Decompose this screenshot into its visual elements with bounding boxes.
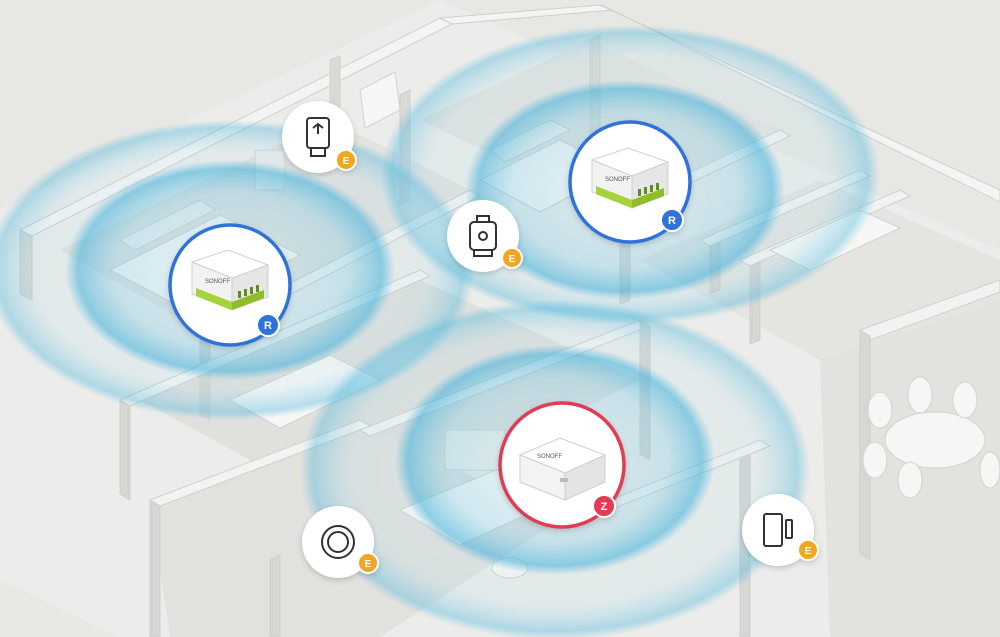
enddevice-badge-2 bbox=[501, 247, 523, 269]
mini-relay-icon bbox=[190, 249, 270, 311]
zigbee-badge bbox=[592, 494, 616, 518]
end-device-radiator-valve: E bbox=[282, 101, 357, 173]
gateway-brand: SONOFF bbox=[537, 454, 562, 460]
relay-left-device: SONOFF R bbox=[168, 223, 292, 347]
wireless-button-icon bbox=[321, 525, 355, 559]
zigbee-badge-letter: Z bbox=[601, 501, 608, 513]
zigbee-bridge-icon bbox=[518, 437, 607, 501]
relay-right-brand: SONOFF bbox=[605, 177, 630, 183]
enddevice-badge-4-letter: E bbox=[805, 546, 812, 557]
router-badge-right bbox=[660, 208, 684, 232]
radiator-valve-icon bbox=[306, 117, 330, 157]
enddevice-badge-2-letter: E bbox=[509, 254, 516, 265]
dining-table bbox=[884, 411, 986, 469]
enddevice-badge-1 bbox=[335, 149, 357, 171]
enddevice-badge-3 bbox=[357, 552, 379, 574]
end-device-smart-plug: E bbox=[447, 200, 523, 272]
enddevice-badge-4 bbox=[797, 539, 819, 561]
bathroom-cabinet bbox=[359, 71, 401, 129]
smart-plug-icon bbox=[469, 215, 497, 257]
zigbee-gateway-device: SONOFF Z bbox=[498, 401, 626, 529]
relay-left-brand: SONOFF bbox=[205, 279, 230, 285]
end-device-door-sensor: E bbox=[742, 494, 819, 566]
mini-relay-icon bbox=[590, 147, 670, 209]
enddevice-badge-1-letter: E bbox=[343, 156, 350, 167]
end-device-wireless-button: E bbox=[302, 506, 379, 578]
router-badge-right-letter: R bbox=[668, 215, 676, 227]
router-badge-left-letter: R bbox=[264, 320, 272, 332]
enddevice-badge-3-letter: E bbox=[365, 559, 372, 570]
door-sensor-icon bbox=[763, 513, 793, 547]
relay-right-device: SONOFF R bbox=[568, 120, 692, 244]
dining-chairs bbox=[862, 376, 1000, 499]
router-badge-left bbox=[256, 313, 280, 337]
